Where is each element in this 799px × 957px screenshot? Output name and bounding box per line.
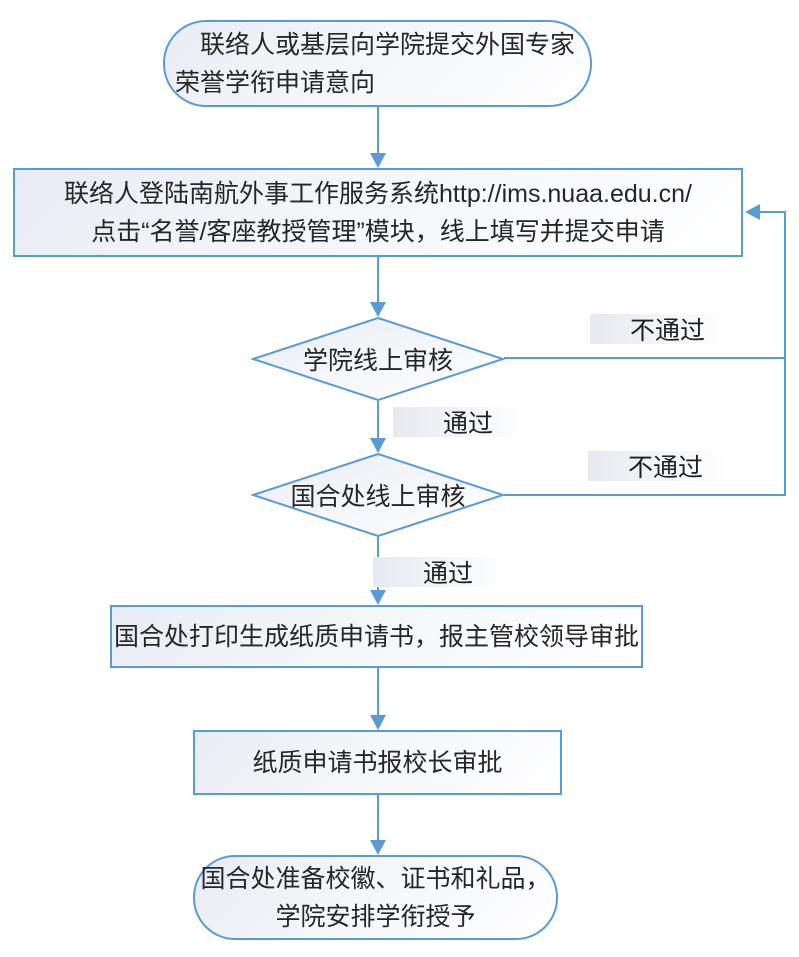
node-end: 国合处准备校徽、证书和礼品， 学院安排学衔授予 bbox=[193, 855, 558, 940]
edge-label-intl-fail: 不通过 bbox=[588, 451, 743, 482]
edge-label-intl-pass: 通过 bbox=[373, 557, 523, 588]
node-start-text-line2: 荣誉学衔申请意向 bbox=[175, 68, 376, 97]
node-print-approval: 国合处打印生成纸质申请书，报主管校领导审批 bbox=[110, 605, 643, 668]
diamond-shape bbox=[251, 317, 505, 401]
connector-login-college-arrowhead bbox=[370, 302, 386, 317]
loopback-top-line bbox=[758, 211, 786, 213]
node-start: 联络人或基层向学院提交外国专家 荣誉学衔申请意向 bbox=[163, 20, 592, 107]
edge-label-college-pass: 通过 bbox=[393, 407, 543, 438]
node-president-approval-text: 纸质申请书报校长审批 bbox=[252, 748, 503, 777]
node-login: 联络人登陆南航外事工作服务系统http://ims.nuaa.edu.cn/ 点… bbox=[13, 168, 743, 257]
edge-label-college-fail: 不通过 bbox=[590, 314, 745, 345]
node-college-review-label: 学院线上审核 bbox=[302, 347, 453, 375]
connector-start-login-arrowhead bbox=[370, 153, 386, 168]
connector-president-end-arrowhead bbox=[370, 840, 386, 855]
node-end-text-line2: 学院安排学衔授予 bbox=[275, 902, 476, 931]
loopback-arrowhead bbox=[745, 204, 760, 220]
connector-intl-print-arrowhead bbox=[370, 590, 386, 605]
edge-college-fail-line bbox=[504, 357, 786, 359]
node-print-approval-text: 国合处打印生成纸质申请书，报主管校领导审批 bbox=[113, 622, 639, 651]
node-intl-office-review: 国合处线上审核 bbox=[251, 453, 505, 537]
node-end-text-line1: 国合处准备校徽、证书和礼品， bbox=[200, 864, 551, 893]
node-intl-office-review-label: 国合处线上审核 bbox=[290, 483, 466, 511]
diamond-shape bbox=[251, 453, 505, 537]
connector-start-login-line bbox=[377, 107, 379, 156]
connector-login-college-line bbox=[377, 257, 379, 304]
connector-president-end-line bbox=[377, 795, 379, 842]
connector-print-president-arrowhead bbox=[370, 715, 386, 730]
connector-print-president-line bbox=[377, 668, 379, 717]
connector-college-intl-line bbox=[377, 401, 379, 441]
node-login-text-line1: 联络人登陆南航外事工作服务系统http://ims.nuaa.edu.cn/ bbox=[64, 179, 692, 208]
connector-college-intl-arrowhead bbox=[370, 438, 386, 453]
node-college-review: 学院线上审核 bbox=[251, 317, 505, 401]
loopback-vertical-line bbox=[784, 211, 786, 496]
edge-intl-fail-line bbox=[504, 494, 786, 496]
node-login-text-line2: 点击“名誉/客座教授管理”模块，线上填写并提交申请 bbox=[91, 217, 665, 246]
node-start-text-line1: 联络人或基层向学院提交外国专家 bbox=[200, 30, 576, 59]
node-president-approval: 纸质申请书报校长审批 bbox=[193, 730, 562, 795]
